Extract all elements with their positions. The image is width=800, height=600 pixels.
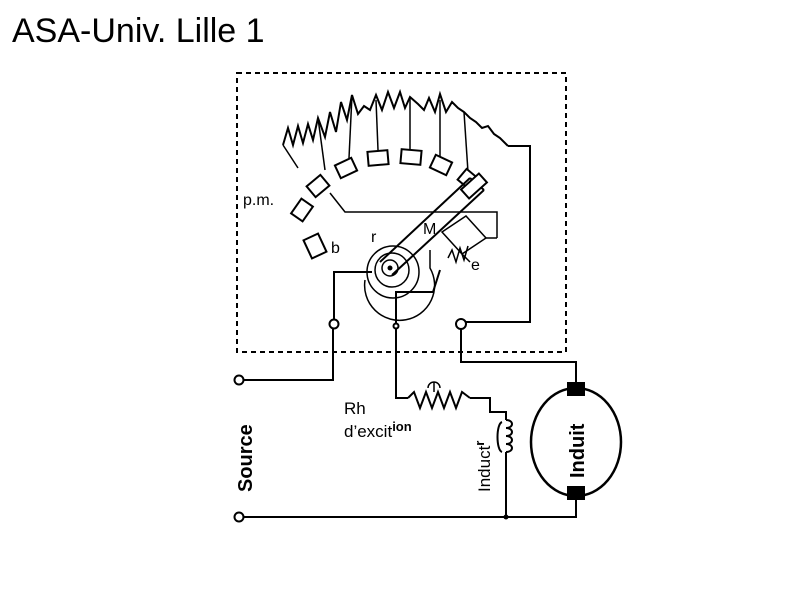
source-terminal-minus xyxy=(233,511,245,523)
label-rheostat-excit-main: d’excit xyxy=(344,422,392,441)
contact-stud xyxy=(333,156,359,180)
brush-top xyxy=(567,382,585,396)
pivot-spring xyxy=(363,245,436,322)
terminal-armature xyxy=(455,318,467,330)
pivot-axis xyxy=(387,265,393,271)
contact-stud xyxy=(399,148,423,166)
armature-motor xyxy=(529,382,623,500)
resistor-taps xyxy=(282,94,469,173)
label-r: r xyxy=(371,229,377,246)
contact-stud xyxy=(366,149,390,167)
field-rheostat xyxy=(407,381,471,411)
starter-terminals xyxy=(328,318,467,330)
holding-magnet xyxy=(440,215,497,265)
label-inductor: Inductr xyxy=(472,441,494,492)
starter-enclosure xyxy=(236,72,567,353)
label-armature: Induit xyxy=(567,423,589,478)
label-pm: p.m. xyxy=(243,192,274,209)
terminal-field xyxy=(392,322,400,330)
label-rheostat-rh: Rh xyxy=(344,399,366,418)
label-inductor-sup: r xyxy=(472,441,487,446)
field-winding xyxy=(496,419,513,453)
label-e: e xyxy=(471,257,480,274)
label-rheostat-excit-sup: ion xyxy=(392,419,412,434)
source-terminal-plus xyxy=(233,374,245,386)
label-b: b xyxy=(331,240,340,257)
label-inductor-main: Induct xyxy=(475,445,494,492)
contact-stud xyxy=(428,153,454,177)
label-M: M xyxy=(423,221,436,238)
brush-bottom xyxy=(567,486,585,500)
external-wiring xyxy=(243,328,577,518)
starter-handle xyxy=(379,172,489,276)
page-title: ASA-Univ. Lille 1 xyxy=(12,12,265,50)
pm-bar xyxy=(329,192,498,238)
source-terminals xyxy=(233,374,245,523)
contact-stud xyxy=(305,173,331,199)
contact-stud xyxy=(289,197,315,223)
junction-dot xyxy=(503,514,509,520)
label-source: Source xyxy=(235,424,257,492)
label-rheostat-excit: d’excition xyxy=(344,419,412,441)
starting-resistors xyxy=(282,88,509,149)
contact-stud xyxy=(302,232,328,260)
terminal-line xyxy=(328,318,340,330)
internal-wiring xyxy=(333,145,531,326)
contact-studs xyxy=(289,148,482,260)
